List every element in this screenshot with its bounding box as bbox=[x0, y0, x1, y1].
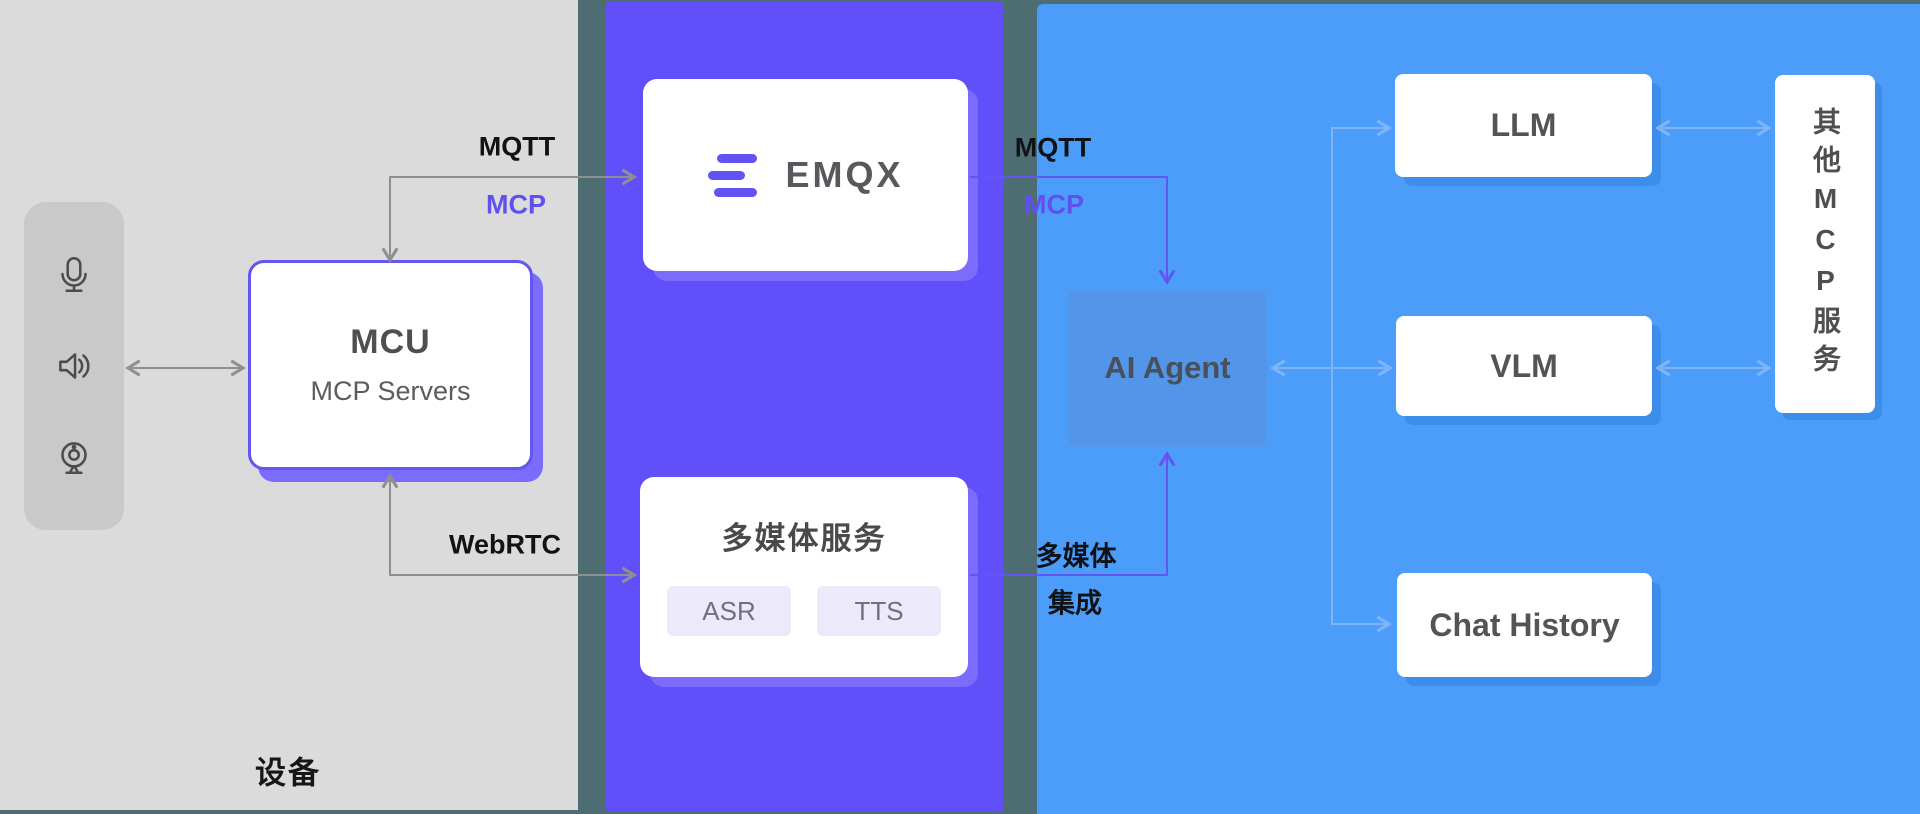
mcu-title: MCU bbox=[350, 323, 431, 361]
llm-label: LLM bbox=[1490, 107, 1557, 143]
ai-agent-label: AI Agent bbox=[1104, 350, 1231, 385]
llm-node: LLM bbox=[1395, 74, 1652, 177]
mqtt-label-left: MQTT bbox=[478, 131, 556, 162]
microphone-icon bbox=[52, 253, 96, 297]
mqtt-label-right: MQTT bbox=[1014, 132, 1092, 163]
vlm-node: VLM bbox=[1396, 316, 1652, 416]
media-service-chips: ASR TTS bbox=[667, 586, 941, 636]
other-mcp-node: 其他MCP服务 bbox=[1775, 75, 1875, 413]
mcu-subtitle: MCP Servers bbox=[310, 376, 471, 406]
device-icons-chip bbox=[24, 202, 124, 530]
emqx-logo-icon bbox=[707, 153, 759, 197]
emqx-name: EMQX bbox=[785, 154, 904, 195]
other-mcp-label: 其他MCP服务 bbox=[1810, 106, 1841, 382]
media-service-node: 多媒体服务 ASR TTS bbox=[640, 477, 968, 677]
vlm-label: VLM bbox=[1490, 347, 1558, 384]
speaker-icon bbox=[52, 344, 96, 388]
media-service-title: 多媒体服务 bbox=[721, 521, 887, 556]
media-integration-label-line2: 集成 bbox=[1048, 588, 1102, 619]
webcam-icon bbox=[52, 435, 96, 479]
mcu-node: MCU MCP Servers bbox=[248, 260, 533, 470]
chat-history-node: Chat History bbox=[1397, 573, 1652, 677]
tts-chip: TTS bbox=[817, 586, 941, 636]
device-section-label: 设备 bbox=[255, 755, 321, 791]
asr-chip: ASR bbox=[667, 586, 791, 636]
emqx-node: EMQX bbox=[643, 79, 968, 271]
chat-history-label: Chat History bbox=[1429, 606, 1620, 643]
ai-agent-node: AI Agent bbox=[1068, 289, 1267, 447]
media-integration-label-line1: 多媒体 bbox=[1035, 541, 1117, 572]
mcp-label-left: MCP bbox=[486, 189, 546, 220]
mcp-label-right: MCP bbox=[1024, 189, 1084, 220]
webrtc-label: WebRTC bbox=[449, 529, 561, 560]
